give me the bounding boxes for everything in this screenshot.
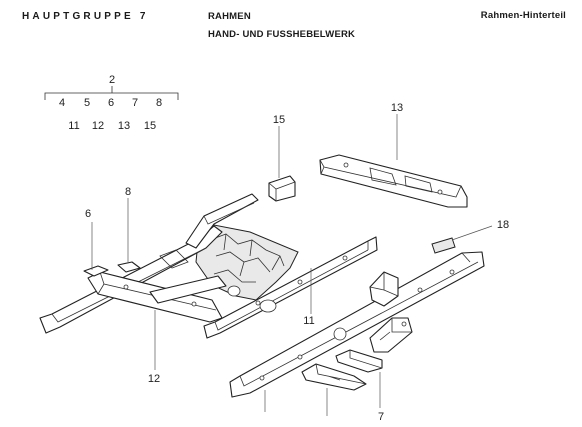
legend-row1-item: 7 — [132, 97, 138, 109]
legend-row2-item: 12 — [92, 120, 104, 132]
right-frame-rail — [229, 251, 485, 398]
legend-row2-item: 15 — [144, 120, 156, 132]
callout-6: 6 — [85, 208, 91, 220]
legend-row1-item: 5 — [84, 97, 90, 109]
main-frame-assembly — [39, 193, 378, 339]
legend-row1-item: 8 — [156, 97, 162, 109]
callout-18: 18 — [497, 219, 509, 231]
callout-12: 12 — [148, 373, 160, 385]
legend-row1-item: 6 — [108, 97, 114, 109]
part-7-components — [301, 317, 413, 391]
section-label: Rahmen-Hinterteil — [480, 10, 566, 21]
legend-row1-item: 4 — [59, 97, 65, 109]
title-line-2: HAND- UND FUSSHEBELWERK — [208, 29, 356, 40]
callout-15: 15 — [273, 114, 285, 126]
callout-13: 13 — [391, 102, 403, 114]
callout-7: 7 — [378, 411, 384, 423]
leader-lines — [91, 114, 493, 416]
title-line-1: RAHMEN — [208, 11, 251, 22]
part-18-plate — [431, 237, 456, 254]
legend-top-number: 2 — [109, 74, 115, 86]
legend-row2-item: 11 — [68, 120, 79, 132]
part-15-bracket — [268, 175, 296, 202]
group-heading: HAUPTGRUPPE 7 — [22, 11, 149, 22]
callout-11: 11 — [303, 315, 314, 327]
callout-8: 8 — [125, 186, 131, 198]
callout-numbers: 6 8 15 13 18 11 12 7 — [85, 102, 509, 423]
legend-row2-item: 13 — [118, 120, 130, 132]
legend-bracket: 2 4 5 6 7 8 11 12 13 15 — [44, 74, 179, 132]
part-13-crossmember — [319, 154, 468, 208]
